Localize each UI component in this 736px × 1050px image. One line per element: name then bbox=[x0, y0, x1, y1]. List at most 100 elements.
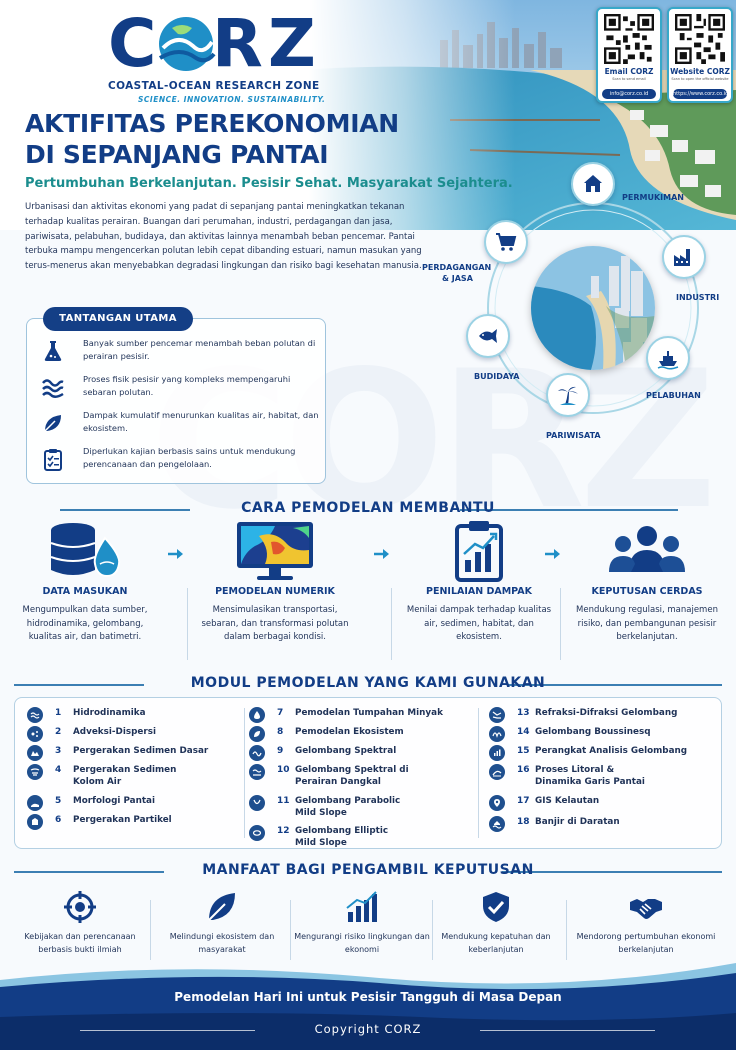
house-icon bbox=[584, 175, 602, 192]
module-number: 11 bbox=[277, 796, 290, 806]
challenge-item: Diperlukan kajian berbasis sains untuk m… bbox=[39, 445, 319, 479]
header-rule-right bbox=[508, 684, 722, 686]
benefit-item: Kebijakan dan perencanaan berbasis bukti… bbox=[10, 890, 150, 968]
brand-tagline: SCIENCE. INNOVATION. SUSTAINABILITY. bbox=[138, 95, 326, 104]
gis-pin-icon-glyph bbox=[494, 799, 500, 807]
ecosystem-icon bbox=[249, 726, 265, 742]
bar-chart-icon bbox=[346, 891, 377, 922]
challenge-text: Banyak sumber pencemar menambah beban po… bbox=[83, 338, 316, 361]
module-number: 7 bbox=[277, 708, 284, 718]
header-rule-right bbox=[460, 509, 678, 511]
module-name: GIS Kelautan bbox=[535, 796, 600, 806]
module-name: Pergerakan Sedimen Dasar bbox=[73, 746, 209, 756]
hydrodynamics-icon-glyph bbox=[30, 712, 40, 719]
module-name: Pergerakan Partikel bbox=[73, 815, 172, 825]
module-name: Pemodelan Tumpahan Minyak bbox=[295, 708, 443, 718]
benefit-divider bbox=[566, 900, 567, 960]
svg-text:Z: Z bbox=[268, 8, 313, 78]
gis-pin-icon bbox=[489, 795, 505, 811]
step-desc: Mengumpulkan data sumber, hidrodinamika,… bbox=[22, 605, 148, 642]
leaf-icon bbox=[208, 893, 235, 921]
sediment-icon bbox=[27, 745, 43, 761]
arrow-right-icon bbox=[545, 549, 560, 559]
elliptic-wave-icon-glyph bbox=[252, 830, 262, 836]
beach-city-photo bbox=[531, 246, 655, 370]
header-rule-left bbox=[14, 871, 164, 873]
sediment-icon-glyph bbox=[31, 751, 39, 756]
industri-node bbox=[662, 235, 706, 279]
permukiman-node bbox=[571, 162, 615, 206]
module-number: 4 bbox=[55, 765, 62, 775]
corz-logo-mark: C R Z bbox=[108, 8, 316, 78]
copyright-text: Copyright CORZ bbox=[314, 1022, 422, 1036]
label-permukiman: PERMUKIMAN bbox=[622, 193, 684, 202]
pariwisata-node bbox=[546, 373, 590, 417]
header-rule-right bbox=[502, 871, 722, 873]
email-address[interactable]: info@corz.co.id bbox=[602, 89, 656, 99]
module-name-line-1: Gelombang Elliptic bbox=[295, 826, 389, 836]
particle-icon-glyph bbox=[32, 818, 38, 825]
challenge-text: Diperlukan kajian berbasis sains untuk m… bbox=[83, 446, 296, 469]
modeling-heading: CARA PEMODELAN MEMBANTU bbox=[241, 500, 495, 516]
ship-icon bbox=[657, 351, 679, 370]
title-line-2: DI SEPANJANG PANTAI bbox=[25, 140, 329, 169]
footer-tagline: Pemodelan Hari Ini untuk Pesisir Tangguh… bbox=[174, 990, 562, 1004]
littoral-icon bbox=[489, 764, 505, 780]
module-number: 2 bbox=[55, 727, 62, 737]
module-name-line-1: Gelombang Spektral di bbox=[295, 765, 409, 775]
shopping-cart-icon bbox=[496, 233, 517, 251]
module-name-line-1: Pergerakan Sedimen bbox=[73, 765, 177, 775]
step-data-masukan: DATA MASUKAN Mengumpulkan data sumber, h… bbox=[0, 520, 170, 670]
elliptic-wave-icon bbox=[249, 825, 265, 841]
module-number: 13 bbox=[517, 708, 530, 718]
beach-morphology-icon-glyph bbox=[31, 803, 39, 807]
module-number: 5 bbox=[55, 796, 62, 806]
dispersion-icon-glyph bbox=[31, 731, 38, 737]
wave-spectral-icon-glyph bbox=[252, 751, 262, 757]
people-icon bbox=[609, 526, 685, 572]
challenges-panel: TANTANGAN UTAMA Banyak sumber pencemar m… bbox=[26, 307, 326, 484]
module-name-line-1: Proses Litoral & bbox=[535, 765, 615, 775]
email-qr-card[interactable]: Email CORZ Scan to send email info@corz.… bbox=[596, 7, 662, 103]
sediment-column-icon bbox=[27, 764, 43, 780]
benefit-item: Mendukung kepatuhan dan keberlanjutan bbox=[426, 890, 566, 968]
website-qr-card[interactable]: Website CORZ Scan to open the official w… bbox=[667, 7, 733, 103]
module-column-divider bbox=[244, 708, 245, 838]
benefit-text: Kebijakan dan perencanaan berbasis bukti… bbox=[24, 932, 136, 954]
sediment-column-icon-glyph bbox=[30, 768, 40, 776]
wave-analysis-icon bbox=[489, 745, 505, 761]
particle-icon bbox=[27, 814, 43, 830]
website-qr-sub: Scan to open the official website bbox=[671, 77, 729, 81]
module-name-line-2: Kolom Air bbox=[73, 776, 122, 787]
benefit-divider bbox=[150, 900, 151, 960]
module-name: Pemodelan Ekosistem bbox=[295, 727, 404, 737]
copyright-rule-right bbox=[480, 1030, 655, 1031]
step-keputusan-cerdas: KEPUTUSAN CERDAS Mendukung regulasi, man… bbox=[562, 520, 732, 670]
brand-name: COASTAL-OCEAN RESEARCH ZONE bbox=[108, 80, 320, 92]
step-desc: Mensimulasikan transportasi, sebaran, da… bbox=[201, 605, 349, 642]
label-budidaya: BUDIDAYA bbox=[474, 372, 520, 381]
handshake-icon bbox=[630, 899, 662, 919]
parabolic-wave-icon bbox=[249, 795, 265, 811]
module-name: Morfologi Pantai bbox=[73, 796, 156, 806]
arrow-right-icon bbox=[374, 549, 389, 559]
boussinesq-icon-glyph bbox=[492, 732, 502, 738]
corz-logo: C R Z COASTAL-OCEAN RESEARCH ZONE SCIENC… bbox=[108, 8, 338, 108]
challenge-item: Dampak kumulatif menurunkan kualitas air… bbox=[39, 409, 319, 443]
littoral-icon-glyph bbox=[492, 770, 502, 777]
beach-city-photo-image bbox=[531, 246, 655, 370]
label-pelabuhan: PELABUHAN bbox=[646, 391, 701, 400]
step-desc: Menilai dampak terhadap kualitas air, se… bbox=[406, 605, 552, 642]
challenge-item: Proses fisik pesisir yang kompleks mempe… bbox=[39, 373, 319, 407]
step-divider bbox=[187, 588, 188, 660]
step-title: KEPUTUSAN CERDAS bbox=[591, 586, 703, 597]
module-number: 17 bbox=[517, 796, 530, 806]
module-number: 15 bbox=[517, 746, 530, 756]
clipboard-icon bbox=[44, 449, 62, 471]
website-url[interactable]: https://www.corz.co.id bbox=[673, 89, 727, 99]
modules-heading: MODUL PEMODELAN YANG KAMI GUNAKAN bbox=[190, 675, 546, 691]
